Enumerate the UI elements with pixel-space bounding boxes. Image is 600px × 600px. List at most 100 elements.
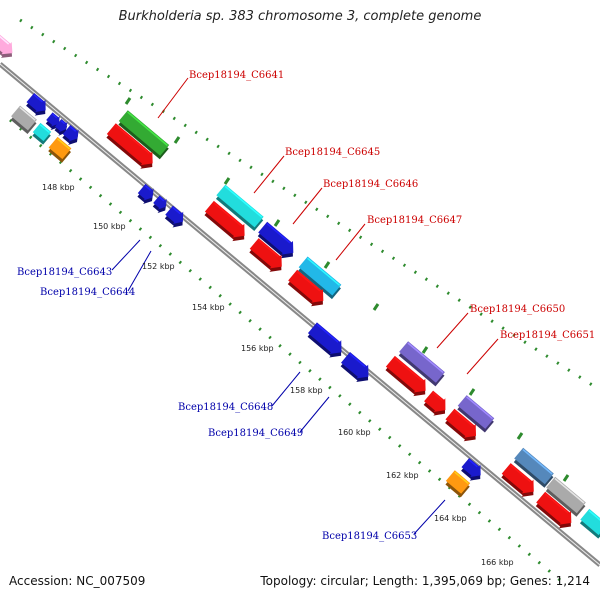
gene-C6643[interactable] <box>135 182 159 207</box>
gene-label-C6645[interactable]: Bcep18194_C6645 <box>285 147 380 158</box>
gene-label-C6643[interactable]: Bcep18194_C6643 <box>17 267 112 278</box>
gene-label-C6641[interactable]: Bcep18194_C6641 <box>189 70 284 81</box>
gene-blue-left-c-highlight <box>60 120 66 125</box>
gene-C6653-orange-face <box>445 470 471 494</box>
gene-C6647[interactable] <box>297 256 343 300</box>
leader-C6648 <box>271 371 301 407</box>
leader-C6651 <box>466 338 499 375</box>
gene-red-a[interactable] <box>498 462 541 503</box>
gene-C6645-red-face <box>204 200 245 238</box>
gene-C6641[interactable] <box>117 110 171 160</box>
gene-gray-a[interactable] <box>544 476 587 517</box>
gene-C6646[interactable] <box>255 220 301 263</box>
gene-C6645[interactable] <box>214 184 265 232</box>
gene-C6643b-face <box>153 195 167 210</box>
gene-C6646-highlight <box>266 222 291 244</box>
gene-C6648[interactable] <box>305 321 349 363</box>
label-leaders <box>111 77 499 535</box>
gene-C6650-red[interactable] <box>383 354 433 401</box>
gene-red-a-highlight <box>510 464 531 483</box>
gene-C6651[interactable] <box>456 395 496 433</box>
outer-tick-marks <box>124 97 570 482</box>
gene-gray-a-face <box>546 476 586 514</box>
tick-label-158: 158 kbp <box>290 386 323 395</box>
gene-pink-edge[interactable] <box>0 33 19 63</box>
gene-steelblue[interactable] <box>512 447 555 488</box>
gene-C6646-red[interactable] <box>246 237 289 278</box>
gene-features <box>0 33 600 539</box>
gene-C6644-face <box>165 205 184 224</box>
leader-C6653 <box>413 499 446 535</box>
gene-blue-left-c-face <box>54 118 68 133</box>
outer-tick-mark-0 <box>124 97 132 105</box>
outer-tick-mark-9 <box>562 474 570 482</box>
gene-C6650b-red[interactable] <box>421 389 453 421</box>
gene-C6651-red[interactable] <box>442 407 483 446</box>
gene-C6645-red[interactable] <box>202 199 252 246</box>
tick-label-162: 162 kbp <box>386 471 419 480</box>
gene-gray-left[interactable] <box>9 105 38 135</box>
gene-C6644[interactable] <box>162 204 190 231</box>
gene-C6641-red-highlight <box>115 124 150 154</box>
gene-blue-left-b-face <box>46 112 60 127</box>
outer-tick-mark-7 <box>468 388 476 396</box>
gene-label-C6648[interactable]: Bcep18194_C6648 <box>178 402 273 413</box>
gene-C6647-red[interactable] <box>285 268 331 311</box>
gene-C6653-face <box>461 457 481 478</box>
tick-label-148: 148 kbp <box>42 183 75 192</box>
gene-label-C6650[interactable]: Bcep18194_C6650 <box>470 304 565 315</box>
gene-blue-left-d[interactable] <box>60 123 84 148</box>
gene-steelblue-face <box>514 447 554 485</box>
gene-C6650b-red-highlight <box>432 391 443 401</box>
gene-orange-left[interactable] <box>47 136 73 163</box>
inner-tick-ring <box>9 118 561 582</box>
gene-C6653-orange-highlight <box>454 471 469 485</box>
tick-label-156: 156 kbp <box>241 344 274 353</box>
tick-label-154: 154 kbp <box>192 303 225 312</box>
gene-C6641-highlight <box>127 111 168 147</box>
gene-C6647-red-highlight <box>296 270 321 292</box>
gene-label-C6646[interactable]: Bcep18194_C6646 <box>323 179 418 190</box>
gene-labels-top: Bcep18194_C6641 Bcep18194_C6645 Bcep1819… <box>189 70 595 341</box>
gene-label-C6649[interactable]: Bcep18194_C6649 <box>208 428 303 439</box>
tick-label-160: 160 kbp <box>338 428 371 437</box>
outer-tick-mark-4 <box>323 261 331 269</box>
gene-blue-left-b-highlight <box>51 113 58 119</box>
gene-C6641-red-face <box>106 123 153 166</box>
gene-C6651-highlight <box>466 396 494 420</box>
gene-red-b-highlight <box>544 492 569 514</box>
accession-text: Accession: NC_007509 <box>9 574 146 588</box>
gene-blue-left-a[interactable] <box>23 91 52 120</box>
gene-cyan-left[interactable] <box>31 122 53 145</box>
gene-C6650[interactable] <box>397 341 446 387</box>
tick-label-152: 152 kbp <box>142 262 175 271</box>
outer-tick-mark-6 <box>421 346 429 354</box>
gene-C6648-face <box>307 322 342 354</box>
gene-orange-left-highlight <box>56 138 71 150</box>
gene-C6649[interactable] <box>338 350 376 387</box>
outer-tick-mark-8 <box>516 432 524 440</box>
gene-label-C6644[interactable]: Bcep18194_C6644 <box>40 287 135 298</box>
map-title: Burkholderia sp. 383 chromosome 3, compl… <box>118 9 482 24</box>
gene-cyan-edge[interactable] <box>578 508 600 539</box>
gene-gray-left-highlight <box>19 106 36 121</box>
gene-label-C6647[interactable]: Bcep18194_C6647 <box>367 215 462 226</box>
gene-pink-edge-face <box>0 34 13 55</box>
gene-C6653-orange[interactable] <box>444 470 472 498</box>
gene-C6650-red-face <box>385 355 426 393</box>
leader-C6643 <box>111 239 141 271</box>
gene-C6649-face <box>341 351 369 379</box>
gene-C6643b[interactable] <box>150 194 172 216</box>
gene-C6645-highlight <box>224 185 263 218</box>
gene-labels-bottom: Bcep18194_C6643 Bcep18194_C6644 Bcep1819… <box>17 267 417 542</box>
gene-C6651-face <box>457 395 495 429</box>
gene-label-C6653[interactable]: Bcep18194_C6653 <box>322 531 417 542</box>
gene-red-b[interactable] <box>533 490 579 533</box>
gene-C6653[interactable] <box>458 456 487 485</box>
tick-labels: 148 kbp 150 kbp 152 kbp 154 kbp 156 kbp … <box>42 183 514 567</box>
gene-label-C6651[interactable]: Bcep18194_C6651 <box>500 330 595 341</box>
gene-C6641-face <box>118 110 170 156</box>
tick-label-166: 166 kbp <box>481 558 514 567</box>
gene-C6641-red[interactable] <box>104 122 160 174</box>
gene-red-a-face <box>501 463 534 494</box>
